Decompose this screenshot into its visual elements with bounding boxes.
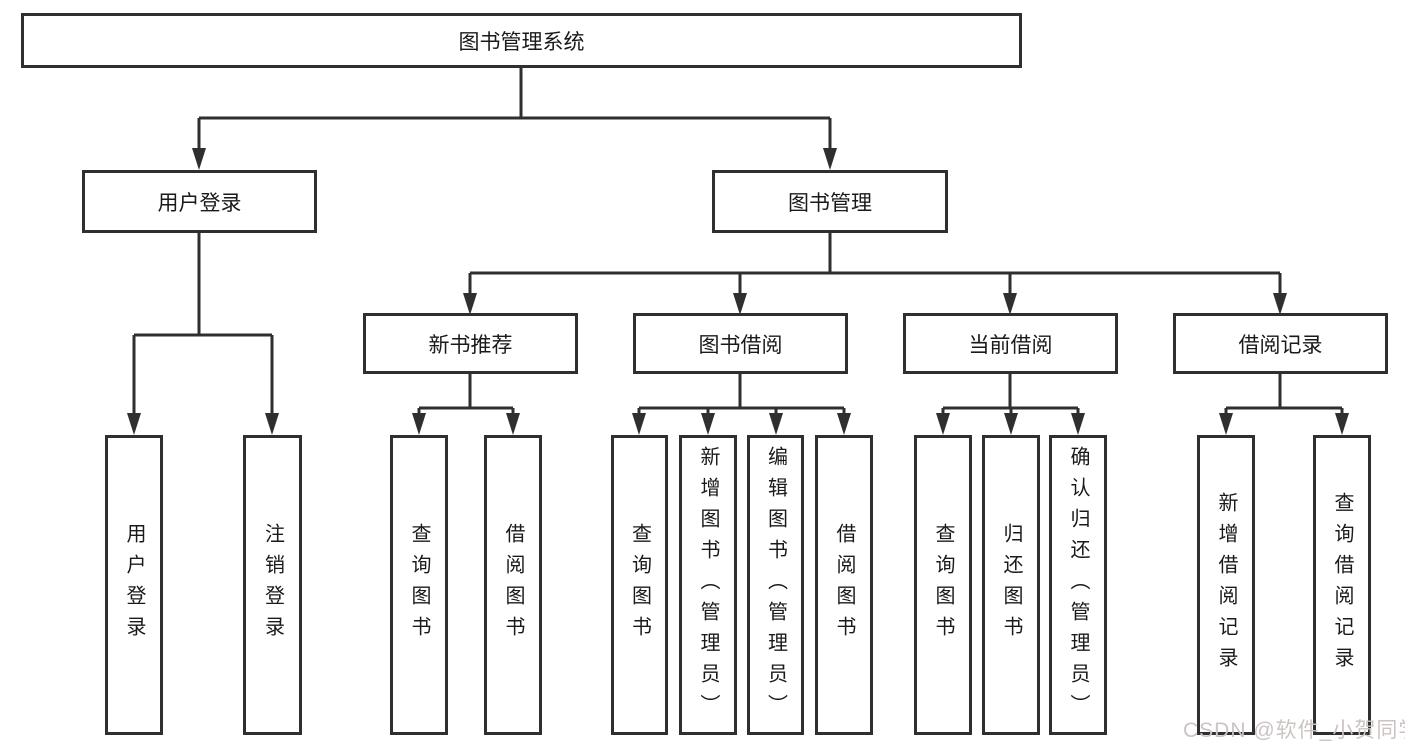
leaf-user-login-label: 用户登录 xyxy=(123,523,145,647)
node-current-borrowing-label: 当前借阅 xyxy=(968,333,1053,357)
node-book-management-label: 图书管理 xyxy=(788,191,872,215)
csdn-watermark: CSDN @软件_小贺同学 xyxy=(1183,719,1405,742)
leaf-nbr-borrow-books: 借阅图书 xyxy=(484,435,542,735)
node-book-management: 图书管理 xyxy=(712,170,948,233)
leaf-nbr-query-books: 查询图书 xyxy=(390,435,448,735)
node-user-login-label: 用户登录 xyxy=(157,191,242,215)
leaf-cb-query-books: 查询图书 xyxy=(914,435,972,735)
leaf-br-add-record: 新增借阅记录 xyxy=(1197,435,1255,735)
node-book-borrowing-label: 图书借阅 xyxy=(698,333,783,357)
node-new-book-recommendation-label: 新书推荐 xyxy=(428,333,513,357)
leaf-br-query-record-label: 查询借阅记录 xyxy=(1331,492,1353,678)
node-root-label: 图书管理系统 xyxy=(458,30,585,54)
node-borrowing-records: 借阅记录 xyxy=(1173,313,1388,374)
leaf-nbr-borrow-books-label: 借阅图书 xyxy=(502,523,524,647)
leaf-cb-confirm-return-admin: 确认归还（管理员） xyxy=(1049,435,1107,735)
leaf-logout-label: 注销登录 xyxy=(261,523,284,647)
node-book-borrowing: 图书借阅 xyxy=(633,313,848,374)
leaf-bb-query-books: 查询图书 xyxy=(611,435,668,735)
leaf-bb-query-books-label: 查询图书 xyxy=(628,523,651,647)
node-new-book-recommendation: 新书推荐 xyxy=(363,313,578,374)
leaf-bb-borrow-books-label: 借阅图书 xyxy=(833,523,855,647)
arrowheads xyxy=(127,148,1349,435)
leaf-nbr-query-books-label: 查询图书 xyxy=(408,523,430,647)
leaf-bb-add-books-admin-label: 新增图书（管理员） xyxy=(697,445,719,725)
node-current-borrowing: 当前借阅 xyxy=(903,313,1118,374)
leaf-cb-return-books: 归还图书 xyxy=(982,435,1040,735)
leaf-bb-add-books-admin: 新增图书（管理员） xyxy=(679,435,737,735)
node-root: 图书管理系统 xyxy=(21,13,1022,68)
node-user-login: 用户登录 xyxy=(82,170,317,233)
leaf-bb-borrow-books: 借阅图书 xyxy=(815,435,873,735)
leaf-br-add-record-label: 新增借阅记录 xyxy=(1215,492,1237,678)
node-borrowing-records-label: 借阅记录 xyxy=(1238,333,1323,357)
leaf-br-query-record: 查询借阅记录 xyxy=(1313,435,1371,735)
leaf-bb-edit-books-admin-label: 编辑图书（管理员） xyxy=(764,445,787,725)
leaf-cb-confirm-return-admin-label: 确认归还（管理员） xyxy=(1067,445,1089,725)
leaf-cb-return-books-label: 归还图书 xyxy=(1000,523,1022,647)
leaf-cb-query-books-label: 查询图书 xyxy=(932,523,954,647)
leaf-user-login: 用户登录 xyxy=(105,435,163,735)
leaf-logout: 注销登录 xyxy=(243,435,302,735)
leaf-bb-edit-books-admin: 编辑图书（管理员） xyxy=(747,435,804,735)
